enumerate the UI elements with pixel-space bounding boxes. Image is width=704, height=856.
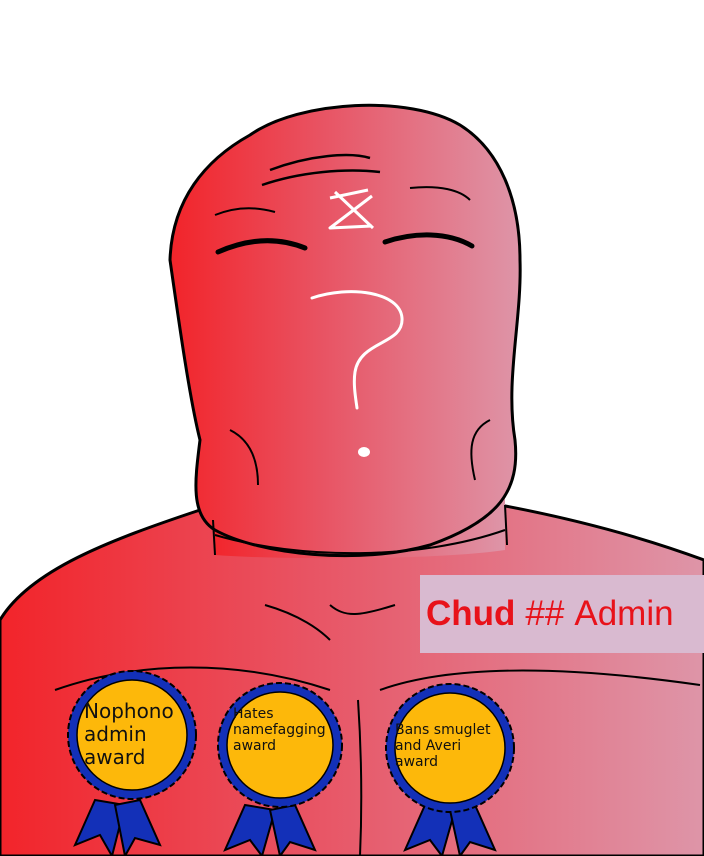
name-tag-separator: ## — [525, 594, 565, 633]
pec-left — [54, 666, 331, 691]
neck-line-right — [504, 504, 508, 546]
cheek-fold-right — [470, 419, 491, 481]
question-dot — [358, 447, 370, 457]
pec-right — [379, 669, 701, 691]
award-label-1: Nophono admin award — [84, 699, 174, 769]
head — [168, 103, 522, 558]
neck-line-left — [212, 519, 216, 556]
cheek-fold-left — [229, 429, 259, 486]
forehead-symbol — [328, 188, 375, 230]
eye-right — [382, 232, 475, 249]
wrinkle-2 — [261, 169, 381, 187]
question-mark — [310, 290, 404, 410]
name-tag-name: Chud — [426, 594, 516, 633]
collarbone-left — [264, 604, 331, 641]
collarbone-center — [329, 604, 396, 615]
award-rosette-2 — [217, 682, 343, 856]
wrinkle-4 — [214, 207, 276, 216]
sternum — [357, 699, 363, 856]
wrinkle-1 — [269, 153, 371, 172]
neck-line-top — [214, 529, 506, 555]
name-tag-role: Admin — [574, 594, 674, 633]
wrinkle-3 — [409, 186, 471, 201]
name-tag: Chud ## Admin — [420, 575, 704, 653]
award-label-3: Bans smuglet and Averi award — [395, 722, 491, 771]
award-label-2: Hates namefagging award — [233, 706, 326, 755]
award-rosette-3 — [385, 683, 515, 856]
eye-left — [215, 238, 308, 255]
award-rosette-1 — [67, 670, 197, 856]
